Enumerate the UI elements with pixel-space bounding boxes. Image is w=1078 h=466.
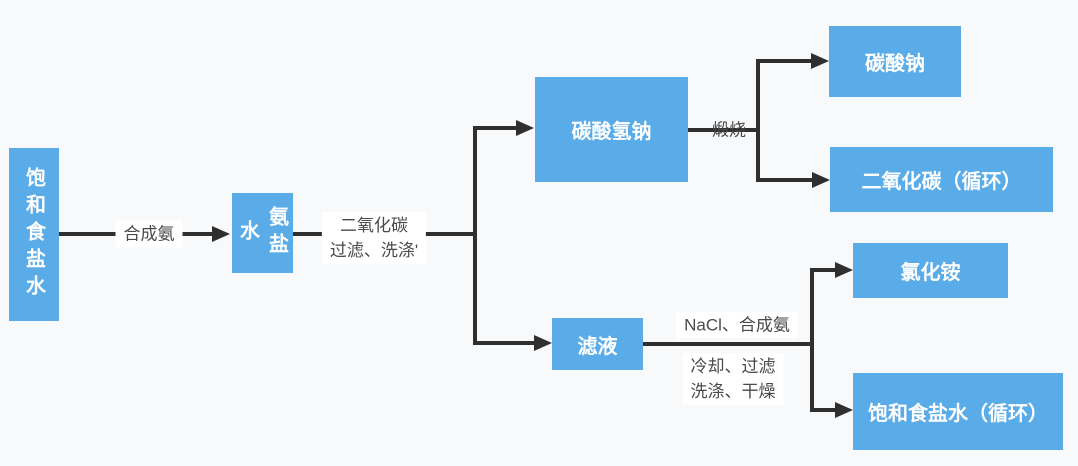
edge-label-co2-line2: 过滤、洗涤' [329, 241, 419, 260]
node-sodium-bicarbonate-label: 碳酸氢钠 [571, 121, 652, 143]
edge-label-calcine: 煅烧 [712, 120, 746, 140]
connector-branch-to-brinerecycle [810, 408, 837, 412]
node-sodium-bicarbonate: 碳酸氢钠 [535, 77, 688, 182]
edge-label-nacl-ammonia: NaCl、合成氨 [676, 311, 798, 339]
node-ammonia-brine-label: 氨盐水 [236, 206, 288, 260]
connector-branch-to-filtrate [473, 341, 534, 345]
arrowhead-into-ammoniumchloride-icon [835, 262, 853, 278]
node-saturated-brine-recycle-label: 饱和食盐水（循环） [868, 403, 1048, 425]
node-saturated-brine-label: 饱和食盐水 [22, 167, 45, 302]
node-saturated-brine-recycle: 饱和食盐水（循环） [853, 373, 1063, 450]
connector-branch-to-carbonate [756, 59, 813, 63]
edge-label-cool-filter-wash-dry: 冷却、过滤 洗涤、干燥 [682, 353, 784, 405]
node-sodium-carbonate-label: 碳酸钠 [865, 53, 925, 75]
arrowhead-into-filtrate-icon [534, 335, 552, 351]
connector-branch-to-ammoniumchloride [810, 268, 837, 272]
node-filtrate-label: 滤液 [577, 335, 618, 358]
edge-label-synthesize-ammonia: 合成氨 [115, 220, 183, 248]
arrowhead-into-ammonia-brine-icon [212, 226, 230, 242]
arrowhead-into-brinerecycle-icon [835, 402, 853, 418]
node-co2-recycle-label: 二氧化碳（循环） [861, 171, 1022, 193]
arrowhead-into-bicarbonate-icon [516, 120, 534, 136]
edge-label-co2-line1: 二氧化碳 [340, 216, 408, 235]
edge-label-cool-filter: 冷却、过滤 [690, 357, 776, 376]
branch-line-filtrate [810, 268, 814, 412]
node-ammonium-chloride-label: 氯化铵 [900, 262, 961, 284]
edge-label-wash-dry: 洗涤、干燥 [690, 382, 776, 401]
node-ammonia-brine: 氨盐水 [232, 193, 293, 273]
node-sodium-carbonate: 碳酸钠 [829, 26, 961, 97]
node-saturated-brine: 饱和食盐水 [9, 148, 59, 321]
connector-branch-to-bicarbonate [473, 126, 516, 130]
edge-label-co2-filter-wash: 二氧化碳 过滤、洗涤' [321, 212, 427, 264]
arrowhead-into-carbonate-icon [811, 53, 829, 69]
branch-line-calcine [756, 59, 760, 182]
connector-branch-to-co2recycle [756, 178, 814, 182]
node-ammonium-chloride: 氯化铵 [853, 243, 1008, 298]
branch-line-main [473, 126, 477, 345]
node-co2-recycle: 二氧化碳（循环） [830, 147, 1053, 212]
arrowhead-into-co2recycle-icon [812, 172, 830, 188]
node-filtrate: 滤液 [552, 318, 643, 370]
connector-bicarbonate-to-branch [688, 128, 760, 132]
connector-filtrate-to-branch [643, 342, 814, 346]
